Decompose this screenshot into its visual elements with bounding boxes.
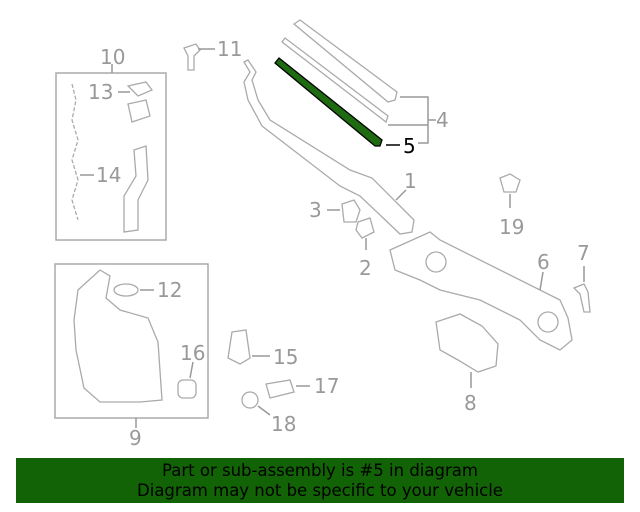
motor-part-8[interactable] (435, 313, 499, 373)
nozzle-part-17[interactable] (265, 379, 295, 399)
leader-lines (80, 48, 585, 428)
label-16[interactable]: 16 (180, 341, 205, 365)
label-6[interactable]: 6 (537, 250, 550, 274)
label-4[interactable]: 4 (436, 108, 449, 132)
wiper-refill-part-5[interactable] (274, 57, 383, 147)
label-8[interactable]: 8 (464, 391, 477, 415)
grommet-part-16[interactable] (177, 379, 197, 399)
nut-part-2[interactable] (355, 217, 375, 239)
banner-line-disclaimer: Diagram may not be specific to your vehi… (137, 481, 503, 500)
label-5-selected[interactable]: 5 (403, 134, 416, 158)
grommet-part-19[interactable] (499, 173, 521, 193)
label-9[interactable]: 9 (129, 426, 142, 450)
filler-pipe-part-14[interactable] (71, 81, 154, 233)
label-10: 10 (100, 45, 125, 69)
label-14: 14 (96, 163, 121, 187)
washer-pump-part-15[interactable] (227, 329, 251, 365)
label-2[interactable]: 2 (359, 256, 372, 280)
cap-part-3[interactable] (341, 199, 361, 223)
label-7[interactable]: 7 (577, 241, 590, 265)
label-19[interactable]: 19 (499, 215, 524, 239)
label-18[interactable]: 18 (271, 412, 296, 436)
wiper-blade-part-4[interactable] (281, 19, 398, 124)
label-15[interactable]: 15 (273, 345, 298, 369)
part-info-banner: Part or sub-assembly is #5 in diagram Di… (16, 458, 624, 503)
bolt-part-7[interactable] (572, 283, 591, 313)
label-11: 11 (217, 37, 242, 61)
group-box-9 (54, 263, 209, 419)
washer-reservoir-part-9[interactable] (73, 269, 163, 403)
banner-line-part: Part or sub-assembly is #5 in diagram (162, 461, 478, 480)
label-3[interactable]: 3 (309, 198, 322, 222)
clip-part-11[interactable] (183, 43, 201, 71)
label-1[interactable]: 1 (404, 169, 417, 193)
label-17[interactable]: 17 (314, 374, 339, 398)
group-box-10 (55, 72, 167, 241)
wiper-arm-part-1[interactable] (243, 59, 415, 235)
linkage-part-6[interactable] (389, 231, 573, 351)
label-13: 13 (88, 80, 113, 104)
label-12[interactable]: 12 (157, 278, 182, 302)
cap-part-12[interactable] (113, 283, 139, 297)
grommet-part-18[interactable] (241, 391, 259, 409)
